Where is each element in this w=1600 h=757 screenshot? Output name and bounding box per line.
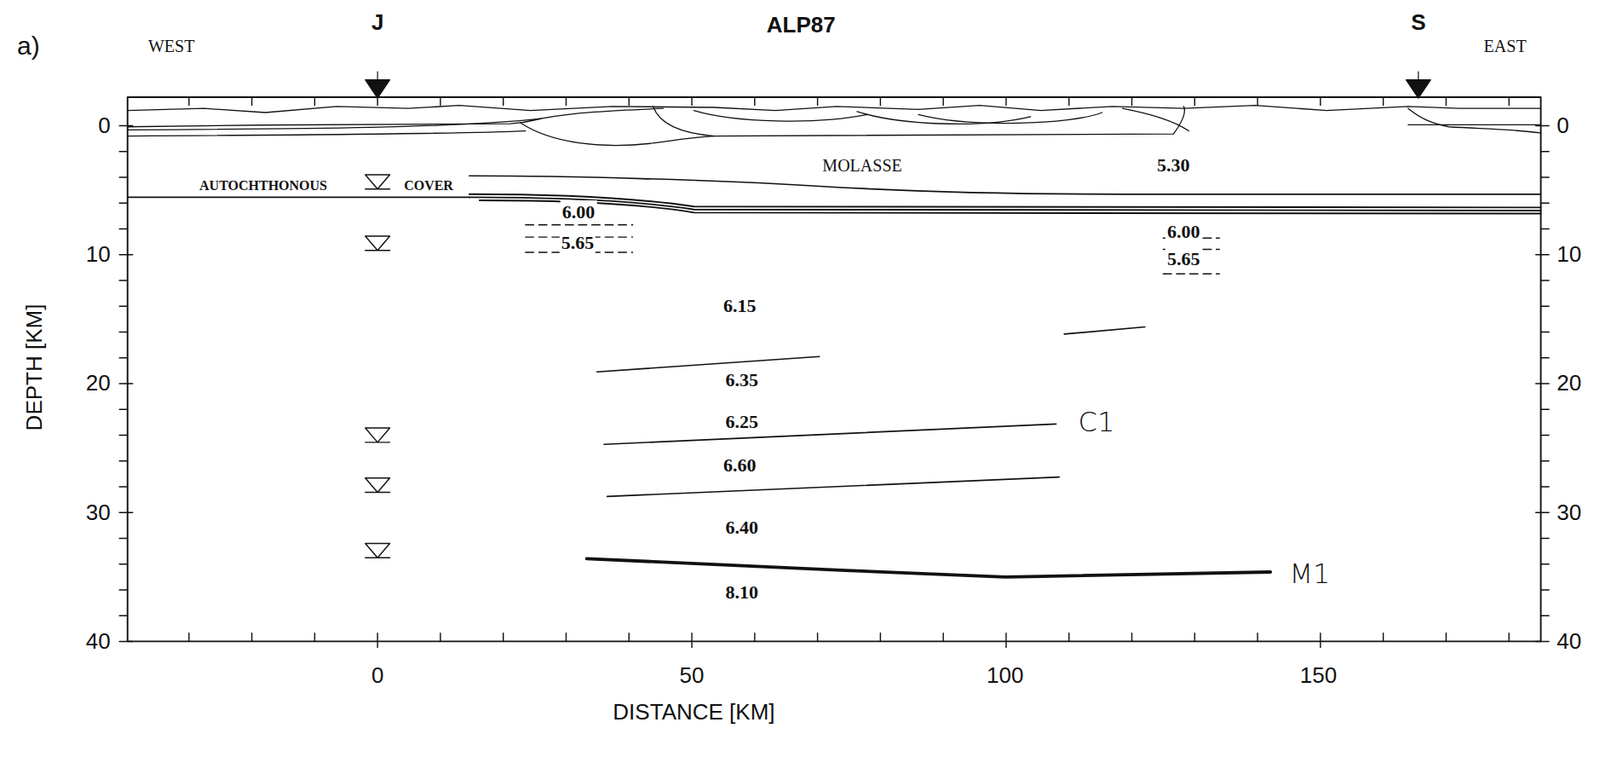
distance-tick [188,97,190,641]
depth-tick [119,228,1549,230]
velocity-label: 5.65 [559,230,597,255]
moho-line [587,558,1271,577]
distance-tick [502,97,504,641]
distance-tick [376,97,378,648]
distance-tick [690,97,692,648]
distance-tick [565,97,567,641]
direction-label: WEST [146,34,196,57]
depth-tick [119,382,1549,384]
depth-tick [119,202,1549,204]
distance-tick-label: 50 [678,660,707,689]
depth-tick-label: 20 [84,368,113,398]
depth-tick [119,537,1549,539]
velocity-label: 8.10 [723,580,760,605]
distance-tick-label: 0 [369,660,386,689]
velocity-label: 6.40 [723,515,760,540]
depth-tick-label: 0 [96,111,112,140]
depth-tick [119,305,1549,307]
axis-ticks [119,97,1549,648]
distance-tick [1068,97,1070,641]
figure-title: ALP87 [765,10,838,39]
distance-tick [1005,97,1007,648]
station-label: S [1409,8,1428,37]
distance-tick [1131,97,1133,641]
velocity-label: 6.25 [723,409,760,434]
distance-tick [880,97,881,641]
depth-tick [119,640,1549,642]
velocity-label: 6.60 [721,453,759,478]
dashed-interfaces [525,224,1220,274]
depth-tick [119,588,1549,590]
distance-tick-label: 100 [984,660,1025,689]
depth-tick [119,614,1549,616]
depth-tick-label: 30 [84,498,113,527]
depth-tick-label: 40 [1554,627,1583,656]
depth-tick [119,331,1549,333]
velocity-label: 6.35 [723,368,760,392]
distance-tick [817,97,818,641]
station-markers [365,71,1431,98]
depth-tick [119,176,1549,178]
axis-title: DISTANCE [KM] [610,696,777,726]
direction-label: EAST [1482,34,1529,57]
distance-tick [1507,97,1509,641]
distance-tick-label: 150 [1298,660,1339,689]
depth-tick [119,125,1549,127]
reflector-name: C1 [1076,404,1117,439]
reflector-name: M1 [1288,556,1333,591]
depth-tick [119,356,1549,358]
depth-tick [119,408,1549,410]
depth-tick [119,563,1549,565]
reflector-lines [597,327,1146,497]
depth-markers [365,174,391,558]
depth-tick [119,150,1549,152]
velocity-label: 5.65 [1165,247,1203,271]
distance-tick [1382,97,1384,641]
panel-letter: a) [15,30,42,62]
velocity-label: 6.00 [1165,219,1203,244]
unit-label: AUTOCHTHONOUS [197,177,329,195]
distance-tick [1194,97,1196,641]
depth-tick-label: 0 [1554,111,1571,140]
depth-tick-label: 20 [1554,368,1583,398]
depth-tick [119,434,1549,436]
unit-label: COVER [402,177,455,195]
autochthonous-cover-lines [127,175,1542,213]
station-label: J [369,8,386,37]
velocity-label: 5.30 [1155,153,1192,178]
depth-tick-label: 30 [1554,498,1583,527]
distance-tick [942,97,944,641]
depth-tick-label: 10 [84,240,113,269]
depth-tick [119,485,1549,487]
depth-tick [119,279,1549,281]
depth-tick [119,253,1549,255]
velocity-label: 6.00 [560,200,598,225]
unit-label: MOLASSE [820,155,904,177]
velocity-label: 6.15 [721,293,759,318]
plot-frame [127,97,1542,641]
depth-tick [119,511,1549,513]
depth-tick [119,460,1549,461]
distance-tick [1256,97,1258,641]
depth-tick-label: 10 [1554,240,1583,269]
distance-tick [628,97,630,641]
depth-tick-label: 40 [84,627,113,656]
axis-title: DEPTH [KM] [19,302,48,433]
near-surface-units [127,105,1542,146]
distance-tick [1445,97,1447,641]
